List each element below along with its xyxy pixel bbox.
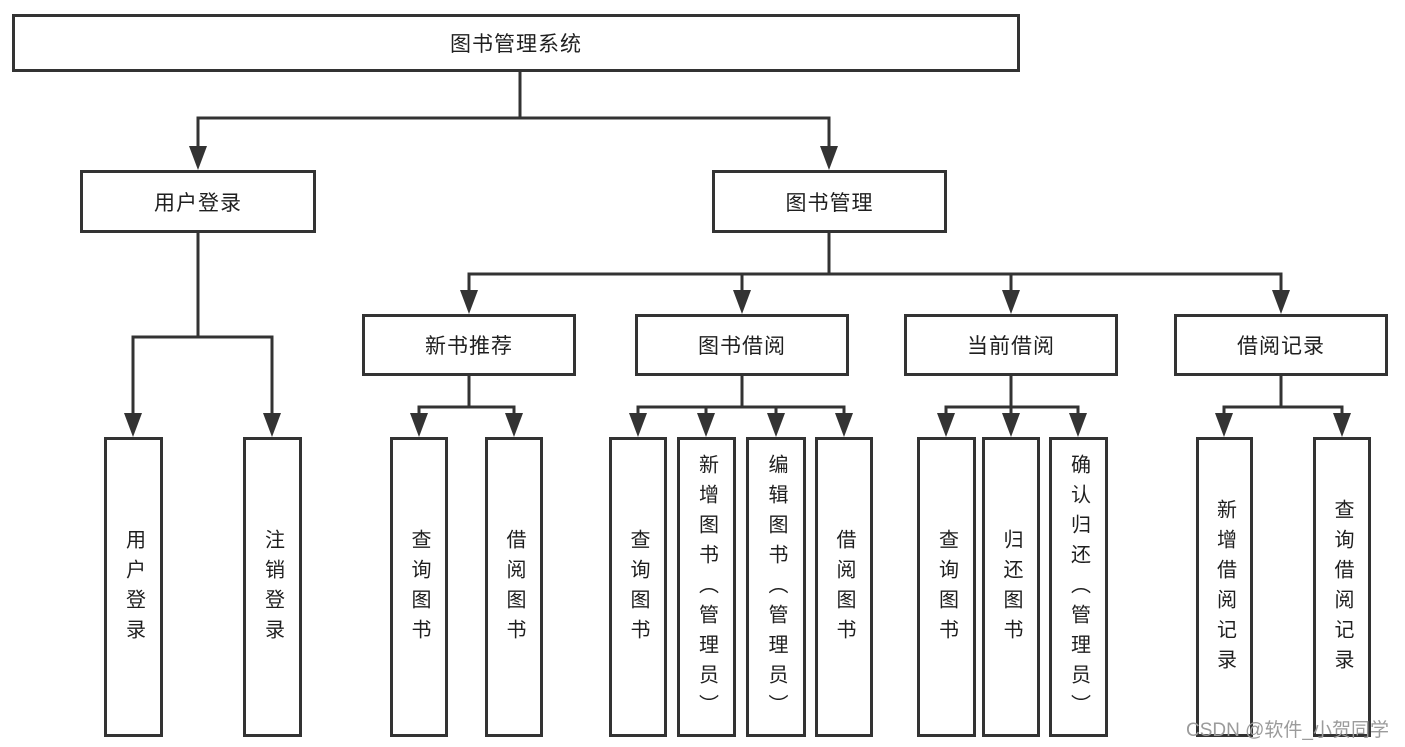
leaf-current-query-books: 查询图书 <box>917 437 976 737</box>
leaf-edit-books-admin: 编辑图书（管理员） <box>746 437 806 737</box>
arrowheads <box>124 146 1351 437</box>
csdn-watermark: CSDN @软件_小贺同学 <box>1186 720 1389 741</box>
leaf-logout: 注销登录 <box>243 437 302 737</box>
connector-book-management <box>467 233 1283 297</box>
leaf-borrowing-query-books: 查询图书 <box>609 437 667 737</box>
node-book-borrowing: 图书借阅 <box>635 314 849 376</box>
leaf-add-books-admin: 新增图书（管理员） <box>677 437 736 737</box>
node-borrowing-records: 借阅记录 <box>1174 314 1388 376</box>
leaf-recommend-query-books: 查询图书 <box>390 437 448 737</box>
connector-book-borrowing <box>636 376 846 420</box>
node-book-management: 图书管理 <box>712 170 947 233</box>
leaf-query-borrow-record: 查询借阅记录 <box>1313 437 1371 737</box>
connector-borrowing-records <box>1222 376 1344 420</box>
leaf-borrowing-borrow-books: 借阅图书 <box>815 437 873 737</box>
leaf-user-login: 用户登录 <box>104 437 163 737</box>
leaf-confirm-return-admin: 确认归还（管理员） <box>1049 437 1108 737</box>
node-user-login: 用户登录 <box>80 170 316 233</box>
connector-root <box>196 72 831 152</box>
leaf-recommend-borrow-books: 借阅图书 <box>485 437 543 737</box>
leaf-add-borrow-record: 新增借阅记录 <box>1196 437 1253 737</box>
leaf-return-books: 归还图书 <box>982 437 1040 737</box>
connector-user-login <box>131 233 274 420</box>
connector-new-book-recommend <box>417 376 516 420</box>
node-current-borrowing: 当前借阅 <box>904 314 1118 376</box>
node-new-book-recommend: 新书推荐 <box>362 314 576 376</box>
node-library-system-root: 图书管理系统 <box>12 14 1020 72</box>
